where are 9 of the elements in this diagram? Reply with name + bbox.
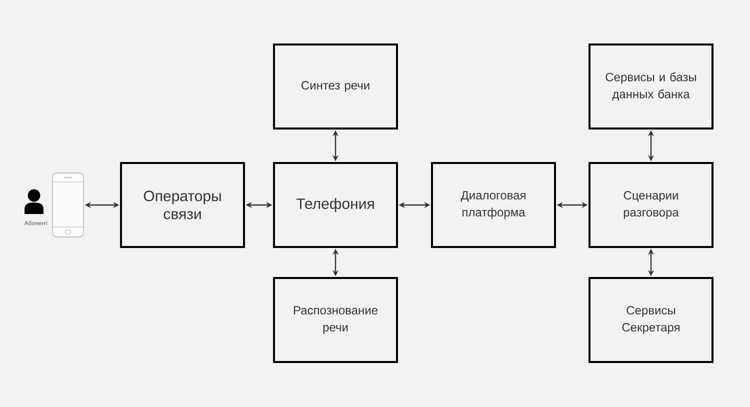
process-box: Сервисы и базы данных банка: [588, 44, 714, 130]
process-box: Синтез речи: [273, 44, 398, 130]
process-box: Сценарии разговора: [588, 162, 714, 248]
phone-icon: [52, 172, 84, 238]
process-box: Сервисы Секретаря: [588, 277, 714, 363]
process-box: Распознование речи: [273, 277, 398, 363]
process-box: Операторы связи: [120, 162, 245, 248]
process-box: Диалоговая платформа: [431, 162, 556, 248]
process-box: Телефония: [273, 162, 398, 248]
